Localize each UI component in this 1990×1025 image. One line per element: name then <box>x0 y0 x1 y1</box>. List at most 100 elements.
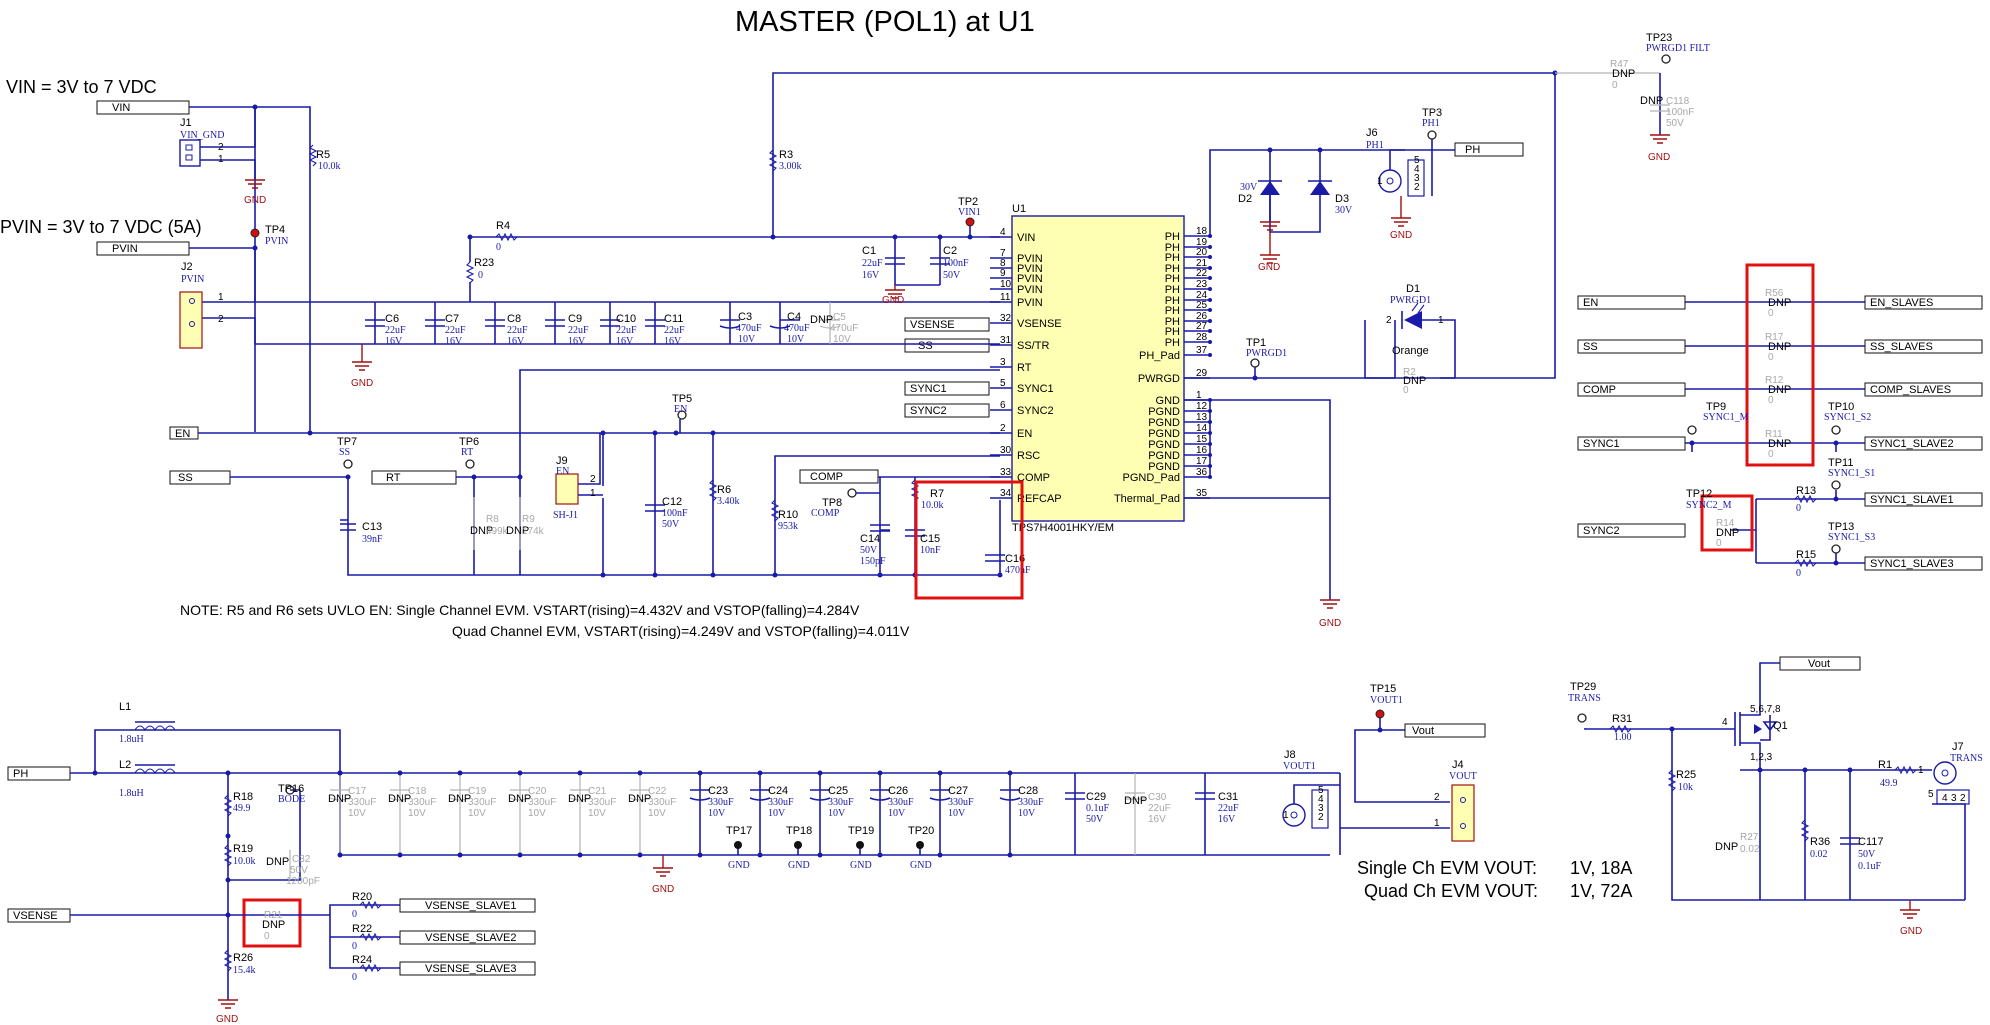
connector-j8[interactable]: J8 VOUT1 1 5 4 3 2 <box>1282 749 1341 855</box>
testpoint-tp4[interactable]: TP4 PVIN <box>250 224 288 247</box>
resistor-r4[interactable]: R4 0 <box>496 220 510 253</box>
svg-text:0: 0 <box>1796 568 1801 579</box>
resistor-r23[interactable]: R23 0 <box>474 257 494 281</box>
resistor-r7[interactable]: R7 10.0k <box>921 488 944 511</box>
connector-j9[interactable]: J9 EN SH-J1 2 1 <box>553 433 603 521</box>
testpoint-tp1[interactable]: TP1 PWRGD1 <box>1246 337 1287 381</box>
testpoint-tp2[interactable]: TP2 VIN1 <box>958 196 981 240</box>
capacitor-c14[interactable]: C14 50V 150pF <box>860 533 886 567</box>
resistor-r10[interactable]: R10 953k <box>778 509 798 532</box>
connector-j2[interactable]: J2 PVIN 1 2 <box>179 261 224 349</box>
resistor-r2[interactable]: R2 DNP 0 <box>1403 367 1426 396</box>
resistor-r5[interactable]: R5 10.0k <box>316 149 341 172</box>
capacitor-c15[interactable]: C15 10nF <box>920 533 941 556</box>
connector-j1[interactable]: J1 VIN_GND 2 1 <box>179 117 224 167</box>
inductor-l1[interactable]: L11.8uH <box>119 701 144 745</box>
capacitor-c13[interactable]: C13 39nF <box>362 521 383 545</box>
diode-d2[interactable]: D2 30V <box>1238 180 1282 222</box>
connector-j4[interactable]: J4 VOUT 2 1 <box>1434 759 1477 842</box>
capacitor-c118[interactable]: DNP C118 100nF 50V <box>1640 95 1694 129</box>
capacitor-c1[interactable]: C1 22uF 16V <box>862 245 883 281</box>
connector-j7[interactable]: J7 TRANS 1 5 4 3 2 <box>1918 741 1983 900</box>
resistor-r8[interactable]: DNP R8 499k <box>470 514 509 537</box>
testpoint-tp3[interactable]: TP3 PH1 <box>1422 107 1455 151</box>
connector-j6[interactable]: J6 PH1 1 5 4 3 2 <box>1366 127 1433 197</box>
diode-d3[interactable]: D3 30V <box>1308 180 1353 216</box>
mosfet-q1[interactable]: Q1 4 5,6,7,8 1,2,3 <box>1715 662 1788 770</box>
capacitor-c12[interactable]: C12 100nF 50V <box>662 496 688 530</box>
inductor-l2[interactable]: L21.8uH <box>119 759 144 799</box>
ic-u1[interactable]: U1 TPS7H4001HKY/EM <box>1011 203 1185 534</box>
resistor-r3[interactable]: R3 3.00k <box>779 149 802 172</box>
capacitor-c16[interactable]: C16 470nF <box>1005 553 1031 576</box>
capacitor-c2[interactable]: C2 100nF 50V <box>943 245 969 281</box>
resistor-r47[interactable]: R47 DNP 0 <box>1610 59 1635 91</box>
led-d1[interactable]: D1 PWRGD1 Orange 2 1 <box>1386 283 1456 379</box>
testpoint-tp23[interactable]: TP23 PWRGD1 FILT <box>1646 32 1710 64</box>
resistor-r9[interactable]: DNP R9 174k <box>506 514 545 537</box>
resistor-r6[interactable]: R6 3.40k <box>717 484 740 507</box>
